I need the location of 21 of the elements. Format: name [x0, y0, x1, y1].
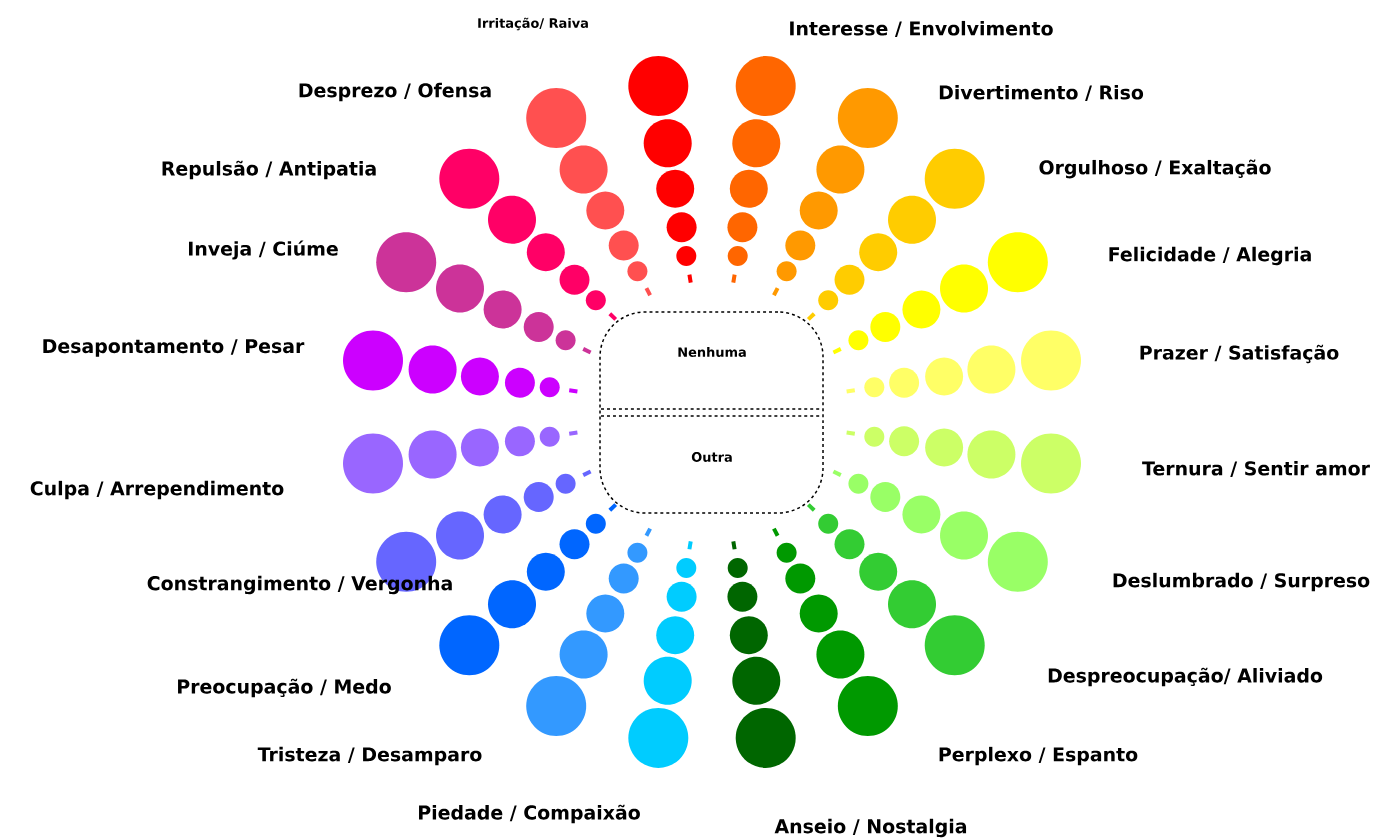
emotion-label: Irritação/ Raiva [478, 17, 588, 31]
emotion-label: Anseio / Nostalgia [774, 818, 967, 838]
emotion-label: Desapontamento / Pesar [43, 339, 305, 357]
emotion-label: Interesse / Envolvimento [790, 20, 1053, 38]
emotion-label: Preocupação / Medo [178, 678, 391, 698]
emotion-label: Deslumbrado / Surpreso [1113, 572, 1370, 592]
emotion-label: Tristeza / Desamparo [257, 746, 482, 766]
emotion-label: Orgulhoso / Exaltação [1039, 159, 1271, 179]
box-label: Outra [691, 452, 732, 462]
emotion-label: Perplexo / Espanto [939, 746, 1138, 766]
box-label: Nenhuma [678, 347, 746, 357]
emotion-label: Repulsão / Antipatia [162, 160, 376, 180]
emotion-label: Inveja / Ciúme [189, 240, 338, 260]
emotion-label: Despreocupação/ Aliviado [1048, 667, 1323, 687]
emotion-label: Felicidade / Alegria [1109, 246, 1311, 266]
emotion-label: Divertimento / Riso [939, 84, 1144, 102]
emotion-label: Culpa / Arrependimento [30, 480, 284, 500]
emotion-label: Desprezo / Ofensa [299, 82, 491, 102]
emotion-label: Ternura / Sentir amor [1142, 460, 1370, 478]
emotion-label: Prazer / Satisfação [1140, 344, 1339, 364]
emotion-label: Piedade / Compaixão [419, 804, 640, 824]
